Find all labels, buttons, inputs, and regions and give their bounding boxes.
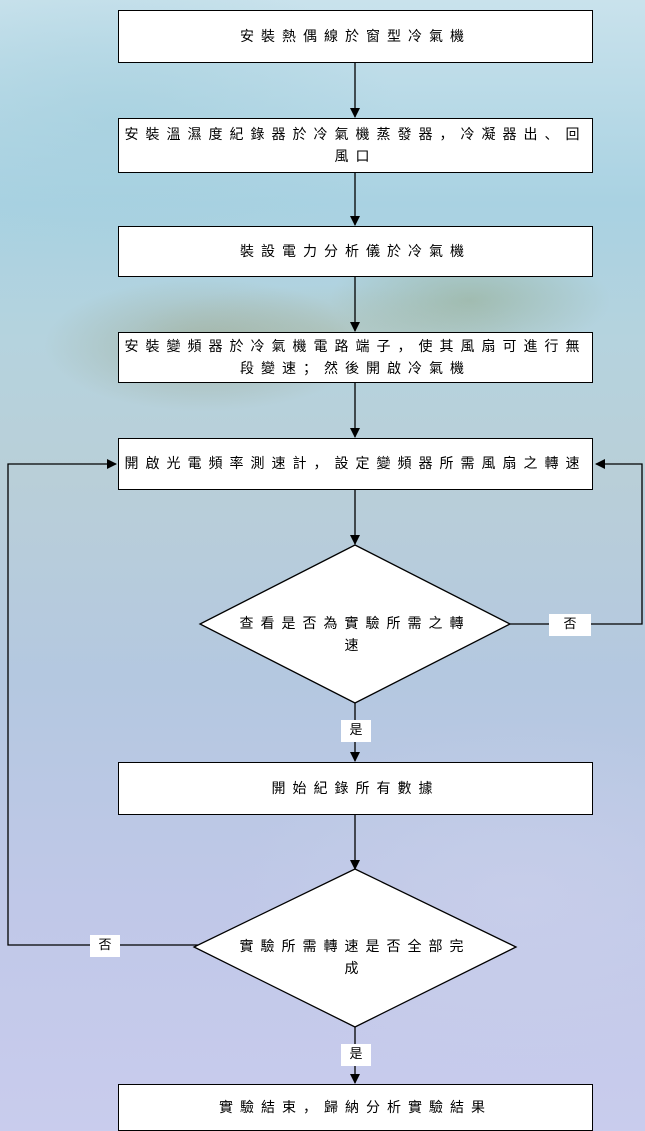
step-label: 安裝變頻器於冷氣機電路端子，使其風扇可進行無段變速；然後開啟冷氣機	[124, 338, 587, 377]
step-install-inverter: 安裝變頻器於冷氣機電路端子，使其風扇可進行無段變速；然後開啟冷氣機	[118, 332, 593, 383]
decision-diamond-2	[192, 868, 518, 1028]
step-install-power-analyzer: 裝設電力分析儀於冷氣機	[118, 226, 593, 277]
step-tachometer-setup: 開啟光電頻率測速計，設定變頻器所需風扇之轉速	[118, 438, 593, 490]
step-label: 開始紀錄所有數據	[271, 780, 440, 797]
step-install-thermocouple: 安裝熱偶線於窗型冷氣機	[118, 10, 593, 63]
decision-label-1: 查看是否為實驗所需之轉速	[239, 616, 471, 654]
branch-label-d2-no: 否	[90, 935, 120, 957]
step-label: 安裝溫濕度紀錄器於冷氣機蒸發器，冷凝器出、回風口	[124, 126, 587, 165]
branch-label-d2-yes: 是	[341, 1044, 371, 1066]
step-label: 實驗結束，歸納分析實驗結果	[219, 1099, 492, 1116]
decision-label-2: 實驗所需轉速是否全部完成	[239, 939, 471, 977]
step-label: 開啟光電頻率測速計，設定變頻器所需風扇之轉速	[124, 456, 587, 472]
step-label: 裝設電力分析儀於冷氣機	[240, 243, 471, 260]
branch-label-d1-yes: 是	[341, 720, 371, 742]
decision-diamond-1	[198, 544, 512, 704]
step-install-humidity-recorder: 安裝溫濕度紀錄器於冷氣機蒸發器，冷凝器出、回風口	[118, 118, 593, 173]
step-label: 安裝熱偶線於窗型冷氣機	[240, 28, 471, 45]
step-experiment-end: 實驗結束，歸納分析實驗結果	[118, 1084, 593, 1131]
step-record-data: 開始紀錄所有數據	[118, 762, 593, 815]
branch-label-d1-no: 否	[549, 614, 591, 636]
loop-d2-no	[7, 459, 198, 946]
